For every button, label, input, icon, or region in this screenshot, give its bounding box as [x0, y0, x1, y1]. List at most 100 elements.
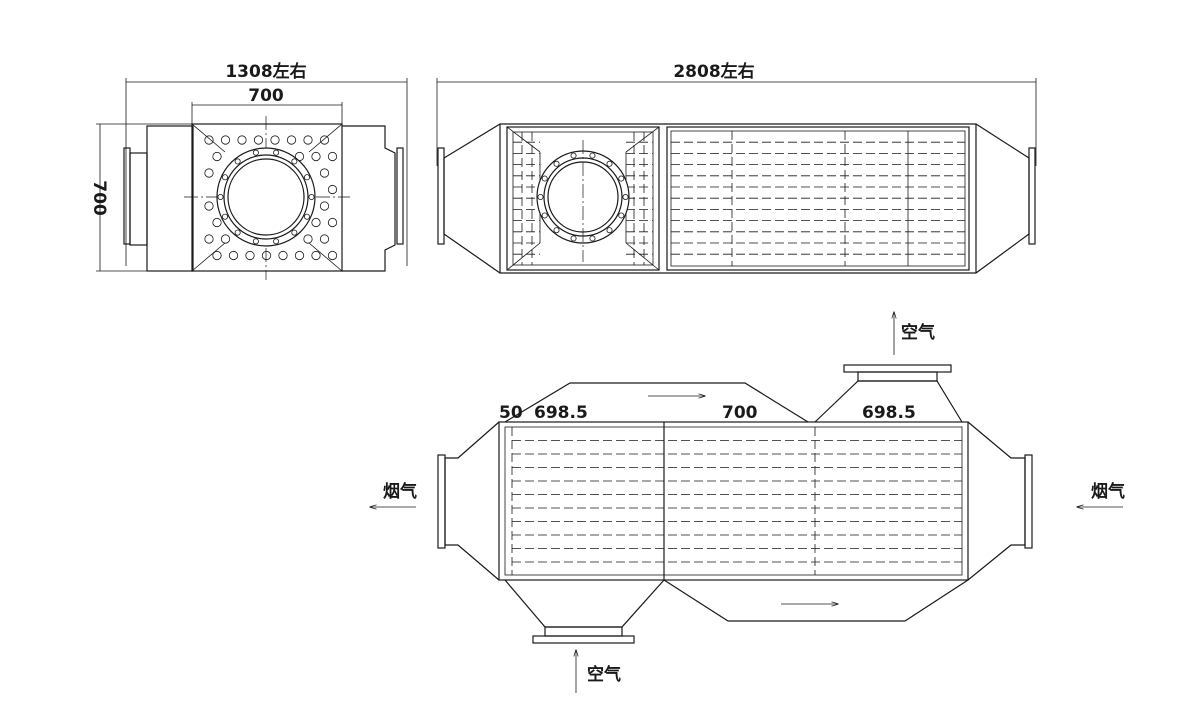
flow-view: 50 698.5 700 698.5 空气 [370, 312, 1125, 693]
flange-bolt [252, 149, 259, 156]
tube-hole [212, 151, 222, 162]
flow-left-hood [444, 421, 500, 581]
tube-hole [327, 250, 338, 261]
flange-bolt [570, 235, 577, 242]
tube-hole [204, 135, 214, 145]
flange-bolt [553, 160, 560, 167]
flange-bolt [589, 235, 596, 242]
flange-bolt [553, 227, 560, 234]
flange-bolt [618, 175, 625, 182]
tube-hole [204, 201, 214, 211]
dim-section-gap-label: 50 [499, 403, 523, 423]
tube-hole [212, 250, 222, 261]
tube-hole [311, 250, 321, 261]
tube-hole [327, 184, 338, 195]
tube-hole [261, 250, 272, 261]
side-right-flange [1028, 147, 1036, 245]
tube-hole [204, 168, 214, 178]
tube-hole [311, 151, 321, 162]
air-inlet-flange [532, 635, 635, 644]
flange-bolt [291, 158, 298, 165]
tube-hole [245, 250, 255, 261]
side-left-flange [437, 147, 445, 245]
flange-bolt [303, 174, 310, 181]
left-flange-plate [123, 147, 131, 245]
flange-bolt [252, 238, 259, 245]
flange-bolt [303, 213, 310, 220]
flange-bolt [618, 212, 625, 219]
dim-height-label: 700 [89, 180, 109, 216]
tube-hole [212, 217, 222, 228]
air-inlet-hood [504, 579, 665, 628]
tube-hole [286, 135, 297, 145]
dim-inner-width: 700 [191, 86, 343, 124]
flange-bolt [537, 193, 544, 200]
flange-bolt [606, 160, 613, 167]
end-flange-bolts [217, 149, 315, 245]
right-hood [342, 125, 396, 272]
side-bottom-outline [443, 233, 1030, 274]
flange-bolt [606, 227, 613, 234]
flange-bolt [541, 175, 548, 182]
tube-hole [270, 135, 280, 145]
air-outlet-flange [843, 364, 952, 373]
flange-bolt [273, 149, 280, 156]
tube-hole [204, 234, 214, 244]
right-flange-plate [396, 147, 404, 245]
lower-air-duct [663, 579, 969, 622]
tube-hole [303, 135, 313, 145]
flange-bolt [222, 213, 229, 220]
flow-left-flange [437, 454, 446, 549]
dim-overall-width: 1308左右 [125, 61, 408, 266]
flange-bolt [291, 229, 298, 236]
dim-overall-length-label: 2808左右 [673, 61, 754, 82]
tube-hole [220, 135, 231, 145]
flange-bolt [308, 193, 315, 200]
end-flange-inner [223, 154, 309, 240]
flange-bolt [622, 193, 629, 200]
side-view: 2808左右 [436, 61, 1037, 274]
flow-view-body [498, 421, 969, 581]
dim-section-1-label: 698.5 [534, 403, 588, 423]
flue-gas-in-label: 烟气 [1091, 481, 1125, 502]
end-view-body [191, 123, 343, 272]
tube-hole [220, 234, 231, 244]
air-in-label: 空气 [587, 664, 621, 685]
dim-height: 700 [89, 123, 192, 272]
side-module-left [506, 126, 660, 271]
flange-bolt [217, 193, 224, 200]
dim-section-2-label: 700 [722, 403, 758, 423]
end-view: 1308左右 700 700 [89, 61, 408, 280]
flange-bolt [222, 174, 229, 181]
flow-right-flange [1024, 454, 1033, 549]
tube-hole [228, 250, 239, 261]
left-flange-neck [129, 152, 148, 246]
tube-hole [311, 217, 321, 228]
end-flange-outer [216, 147, 316, 247]
left-hood [146, 125, 194, 272]
side-flange-bolts [537, 152, 629, 242]
tube-hole [319, 201, 330, 211]
tube-hole [294, 250, 305, 261]
flue-gas-out-label: 烟气 [383, 481, 417, 502]
flange-bolt [234, 158, 241, 165]
tube-hole [319, 135, 330, 145]
flange-bolt [570, 152, 577, 159]
dim-overall-width-label: 1308左右 [225, 61, 306, 82]
side-module-right [666, 126, 970, 271]
tube-hole [319, 234, 330, 244]
side-top-outline [443, 123, 1030, 159]
tube-hole [253, 135, 264, 145]
flange-bolt [589, 152, 596, 159]
tube-hole [327, 217, 338, 228]
tube-hole [237, 135, 247, 145]
dim-section-3-label: 698.5 [862, 403, 916, 423]
flange-bolt [234, 229, 241, 236]
upper-air-duct [504, 382, 809, 423]
tube-hole [303, 234, 313, 244]
dim-overall-length: 2808左右 [436, 61, 1037, 166]
flow-right-hood [967, 421, 1026, 581]
dim-inner-width-label: 700 [248, 86, 284, 106]
air-out-label: 空气 [901, 322, 935, 343]
